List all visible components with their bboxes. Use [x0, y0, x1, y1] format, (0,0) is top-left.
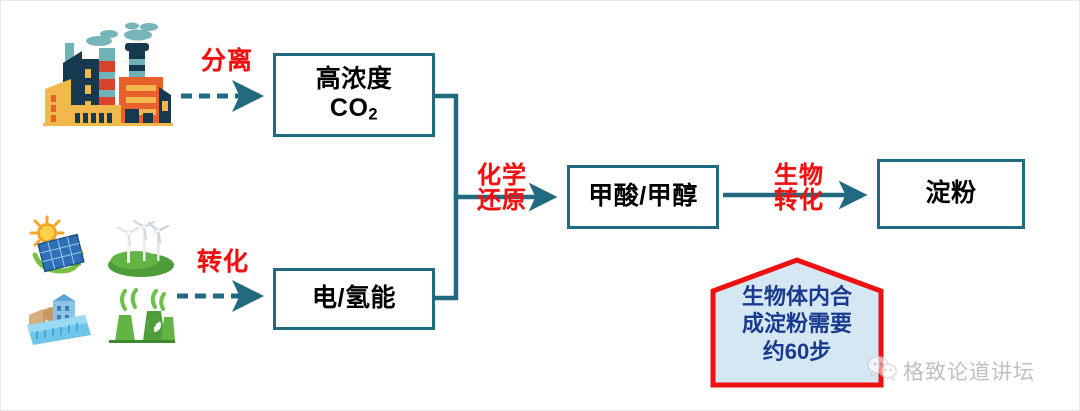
hydro-dam-illustration — [23, 287, 95, 349]
label-separation: 分离 — [200, 47, 253, 75]
callout-text: 生物体内合 成淀粉需要 约60步 — [741, 284, 852, 364]
wechat-icon — [867, 355, 897, 386]
label-conversion: 转化 — [196, 248, 249, 276]
box-starch[interactable]: 淀粉 — [877, 159, 1025, 229]
box-energy-label: 电/氢能 — [312, 284, 396, 313]
wind-turbine-illustration — [105, 213, 177, 279]
box-starch-label: 淀粉 — [925, 179, 977, 208]
green-power-plant-illustration — [105, 287, 177, 349]
label-chemical-reduction: 化学 还原 — [477, 162, 527, 215]
factory-illustration — [35, 13, 175, 155]
box-formic-label: 甲酸/甲醇 — [588, 182, 698, 211]
box-high-concentration-co2[interactable]: 高浓度 CO2 — [273, 53, 435, 137]
label-bio-conversion: 生物 转化 — [774, 162, 824, 215]
box-co2-line2: CO2 — [329, 94, 379, 124]
watermark-text: 格致论道讲坛 — [903, 359, 1035, 384]
box-electricity-hydrogen-energy[interactable]: 电/氢能 — [273, 268, 435, 330]
box-formic-acid-methanol[interactable]: 甲酸/甲醇 — [567, 165, 719, 229]
watermark: 格致论道讲坛 — [867, 355, 1035, 386]
solar-panel-illustration — [23, 213, 95, 279]
callout-60-steps: 生物体内合 成淀粉需要 约60步 — [709, 257, 885, 389]
box-co2-line1: 高浓度 — [315, 64, 393, 93]
